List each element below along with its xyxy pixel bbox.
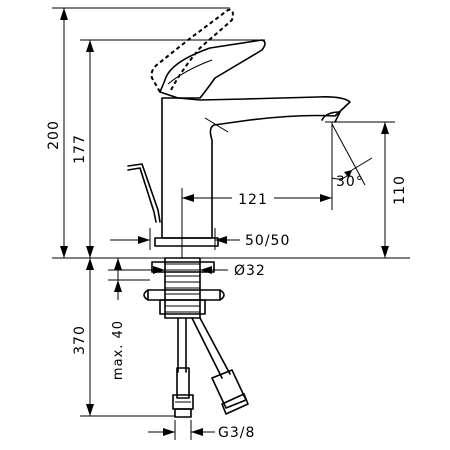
- threaded-shank: [143, 257, 225, 319]
- lever-handle: [159, 39, 266, 99]
- dimension-max-thickness-label: max. 40: [111, 320, 126, 380]
- dimension-connection-thread-label: G3/8: [218, 425, 255, 441]
- dimension-below-deck-label: 370: [72, 325, 88, 355]
- popup-rod: [127, 163, 161, 223]
- dimension-thread-diameter-label: Ø32: [234, 263, 266, 279]
- faucet-body: [154, 96, 351, 247]
- dimension-plug-drawer-label: 50/50: [245, 233, 290, 249]
- dimension-below-deck: [80, 258, 175, 417]
- dimension-spout-reach-label: 121: [238, 192, 268, 208]
- dimension-spout-height-label: 177: [72, 134, 88, 164]
- dimension-outlet-height-label: 110: [392, 175, 408, 205]
- dimension-total-height: [52, 7, 230, 258]
- dimension-spout-reach: [181, 188, 332, 258]
- lever-handle-open-position: [150, 8, 234, 93]
- dimension-outlet-height: [325, 121, 395, 258]
- dimension-plug-drawer: [110, 228, 240, 250]
- dimension-spout-height: [80, 39, 265, 258]
- outlet-angle-label: 30°: [336, 174, 364, 190]
- dimension-max-thickness: [108, 258, 150, 300]
- outlet-angle-indicator: [331, 122, 373, 210]
- dimension-total-height-label: 200: [46, 120, 62, 150]
- supply-hoses: [172, 317, 249, 418]
- dimension-connection-thread: [148, 420, 215, 440]
